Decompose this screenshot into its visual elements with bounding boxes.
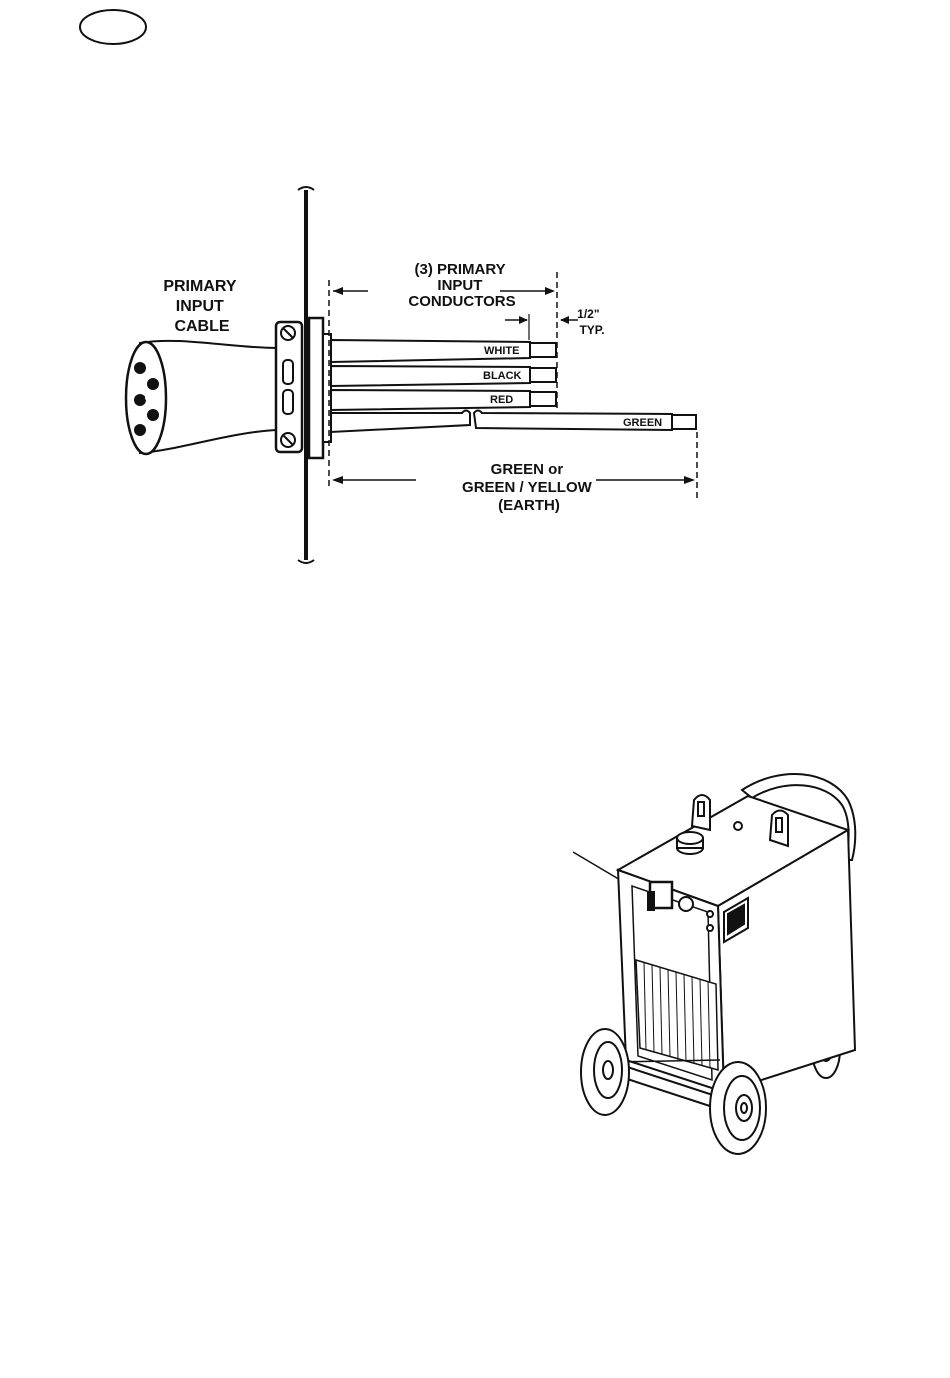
welding-machine-illustration — [573, 774, 855, 1154]
conductors-label-line-3: CONDUCTORS — [408, 293, 515, 310]
strip-label-line-1: 1/2" — [577, 307, 599, 321]
wire-label-red: RED — [490, 394, 513, 406]
earth-label-line-1: GREEN or — [491, 461, 564, 478]
earth-label-line-2: GREEN / YELLOW — [462, 479, 593, 496]
strip-label-line-2: TYP. — [579, 323, 604, 337]
front-left-wheel — [581, 1029, 629, 1115]
cable-diagram: WHITE BLACK RED GREEN — [126, 187, 697, 563]
conductors-label: (3) PRIMARY INPUT CONDUCTORS — [408, 261, 515, 310]
conductor-green: GREEN — [331, 411, 696, 433]
conductor-black: BLACK — [331, 366, 556, 386]
wire-label-white: WHITE — [484, 345, 519, 357]
top-knob — [677, 832, 703, 854]
strain-relief-clamp — [276, 318, 331, 458]
cable-label-line-3: CABLE — [174, 318, 229, 335]
conductor-red: RED — [331, 390, 556, 410]
corner-oval-marker — [80, 10, 146, 44]
earth-label: GREEN or GREEN / YELLOW (EARTH) — [462, 461, 596, 514]
wire-label-black: BLACK — [483, 370, 522, 382]
strip-label: 1/2" TYP. — [577, 307, 604, 337]
dimension-strip-length — [505, 314, 578, 340]
input-cable-jacket — [126, 341, 278, 454]
conductor-white: WHITE — [331, 340, 556, 362]
cable-label: PRIMARY INPUT CABLE — [163, 278, 240, 335]
cable-label-line-2: INPUT — [176, 298, 224, 315]
conductors-label-line-1: (3) PRIMARY — [414, 261, 505, 278]
front-right-wheel — [710, 1062, 766, 1154]
earth-label-line-3: (EARTH) — [498, 497, 560, 514]
wire-label-green: GREEN — [623, 417, 662, 429]
cable-label-line-1: PRIMARY — [163, 278, 237, 295]
conductors-label-line-2: INPUT — [437, 277, 482, 294]
